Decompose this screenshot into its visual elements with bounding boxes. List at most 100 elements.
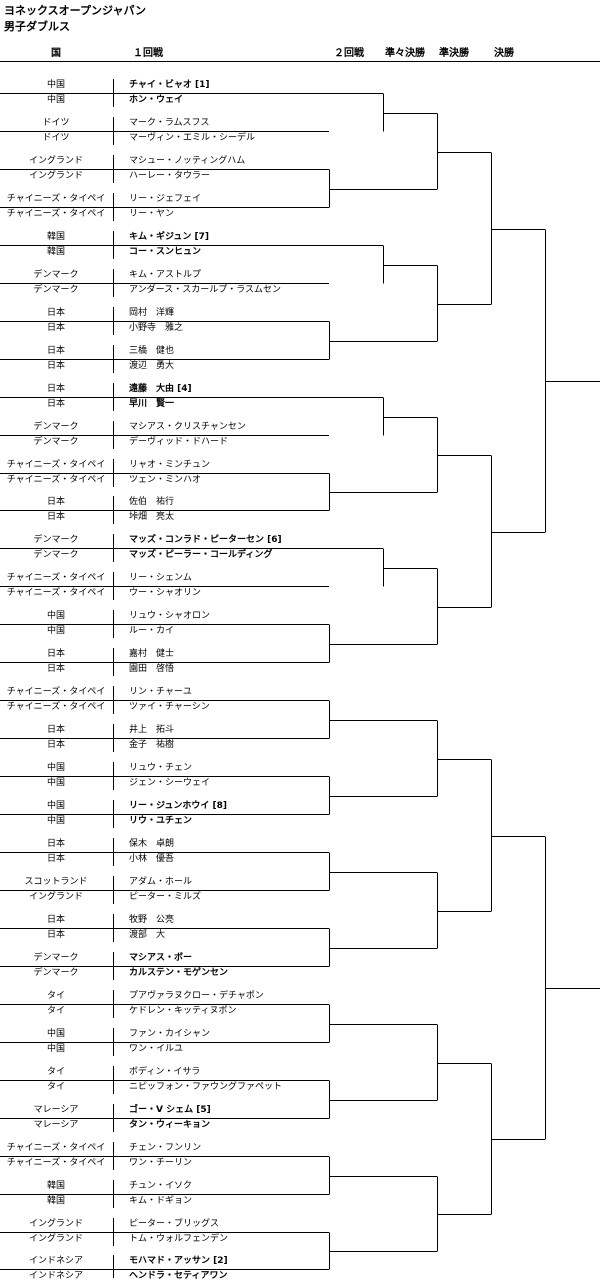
page-title: ヨネックスオープンジャパン [4,4,147,17]
country-label: 日本 [46,383,65,394]
player-name: チャイ・ビャオ [1] [129,80,210,90]
country-label: ドイツ [42,117,70,128]
player-name: リー・シェンム [129,573,192,584]
player-name: 小野寺 雅之 [129,322,184,333]
player-name: トム・ウォルフェンデン [129,1233,229,1244]
player-name: プアヴァラヌクロー・デチャポン [129,990,264,1001]
player-name: ハーレー・タウラー [129,170,211,181]
country-label: 日本 [46,740,65,751]
player-name: 園田 啓悟 [129,664,175,675]
column-header-round2: ２回戦 [334,48,364,59]
player-name: 渡辺 勇大 [129,360,175,371]
country-label: デンマーク [33,284,79,295]
page-subtitle: 男子ダブルス [4,20,70,33]
player-name: チュン・イソク [129,1180,193,1191]
column-header-country: 国 [51,48,61,59]
country-label: ドイツ [42,132,70,143]
country-label: 韓国 [46,231,65,242]
player-name: マシュー・ノッティングハム [129,155,246,166]
player-name: リー・ヤン [129,208,175,219]
country-label: 日本 [46,398,65,409]
player-name: 岡村 洋輝 [129,307,175,318]
player-name: ホン・ウェイ [129,95,184,105]
country-label: 日本 [46,929,65,940]
player-name: コー・スンヒュン [129,246,202,257]
player-name: ケドレン・キッティヌポン [129,1005,237,1016]
country-label: チャイニーズ・タイペイ [6,459,106,470]
player-name: 井上 拓斗 [129,725,175,736]
country-label: インドネシア [28,1256,83,1267]
player-name: マーク・ラムスフス [129,117,210,128]
country-label: 日本 [46,497,65,508]
player-name: 佐伯 祐行 [129,497,175,508]
country-label: 中国 [46,626,65,637]
country-label: タイ [46,1066,65,1077]
player-name: 金子 祐樹 [129,740,175,751]
player-name: 垰畑 亮太 [129,512,175,523]
country-label: スコットランド [24,876,88,887]
player-name: リュウ・シャオロン [129,611,211,622]
country-label: イングランド [28,170,83,181]
player-name: カルステン・モゲンセン [129,967,229,978]
country-label: チャイニーズ・タイペイ [6,193,106,204]
country-label: デンマーク [33,967,79,978]
player-name: キム・アストルプ [129,269,202,280]
country-label: デンマーク [33,269,79,280]
country-label: 日本 [46,345,65,356]
player-name: 早川 賢一 [129,398,175,409]
country-label: 韓国 [46,246,65,257]
country-label: 日本 [46,512,65,523]
country-label: チャイニーズ・タイペイ [6,588,106,599]
country-label: 中国 [46,611,65,622]
player-name: ピーター・ブリッグス [129,1218,220,1229]
country-label: 日本 [46,322,65,333]
player-name: ゴー・V シェム [5] [129,1104,211,1115]
country-label: イングランド [28,1233,83,1244]
country-label: インドネシア [28,1271,83,1282]
country-label: 韓国 [46,1195,65,1206]
player-name: タン・ウィーキョン [129,1119,211,1130]
player-name: デーヴィッド・ドハード [129,436,229,447]
country-label: イングランド [28,1218,83,1229]
player-name: 保木 卓朗 [129,839,175,849]
country-label: チャイニーズ・タイペイ [6,208,106,219]
country-label: 日本 [46,360,65,371]
country-label: タイ [46,1005,65,1016]
player-name: ツァイ・チャーシン [129,702,210,713]
country-label: マレーシア [33,1104,79,1115]
country-label: チャイニーズ・タイペイ [6,1142,106,1153]
player-name: ジェン・シーウェイ [129,778,211,789]
country-label: 日本 [46,914,65,925]
country-label: 中国 [46,1028,65,1039]
player-name: マッズ・ピーラー・コールディング [129,550,273,561]
country-label: 日本 [46,664,65,675]
player-name: 嘉村 健士 [129,649,175,660]
column-header-round1: １回戦 [133,48,163,59]
country-label: デンマーク [33,436,79,447]
player-name: ワン・チーリン [129,1157,193,1168]
player-name: リン・チャーユ [129,687,192,698]
player-name: リー・ジュンホウイ [8] [129,801,227,812]
player-name: 小林 優吾 [129,854,175,864]
player-name: キム・ドギョン [129,1195,193,1206]
country-label: イングランド [28,155,83,166]
country-label: デンマーク [33,535,79,546]
country-label: チャイニーズ・タイペイ [6,702,106,713]
country-label: 中国 [46,778,65,789]
player-name: 遠藤 大由 [4] [129,383,192,394]
country-label: タイ [46,1081,65,1092]
player-name: リウ・ユチェン [129,816,193,827]
country-label: 日本 [46,854,65,864]
country-label: 中国 [46,763,65,774]
player-name: 牧野 公亮 [129,914,175,925]
country-label: 日本 [46,307,65,318]
country-label: チャイニーズ・タイペイ [6,1157,106,1168]
country-label: マレーシア [33,1119,79,1130]
player-name: ピーター・ミルズ [129,891,202,902]
player-name: ルー・カイ [129,626,175,637]
country-label: チャイニーズ・タイペイ [6,474,106,485]
player-name: ファン・カイシャン [129,1028,211,1039]
player-name: モハマド・アッサン [2] [129,1256,228,1267]
player-name: チェン・フンリン [129,1142,202,1153]
